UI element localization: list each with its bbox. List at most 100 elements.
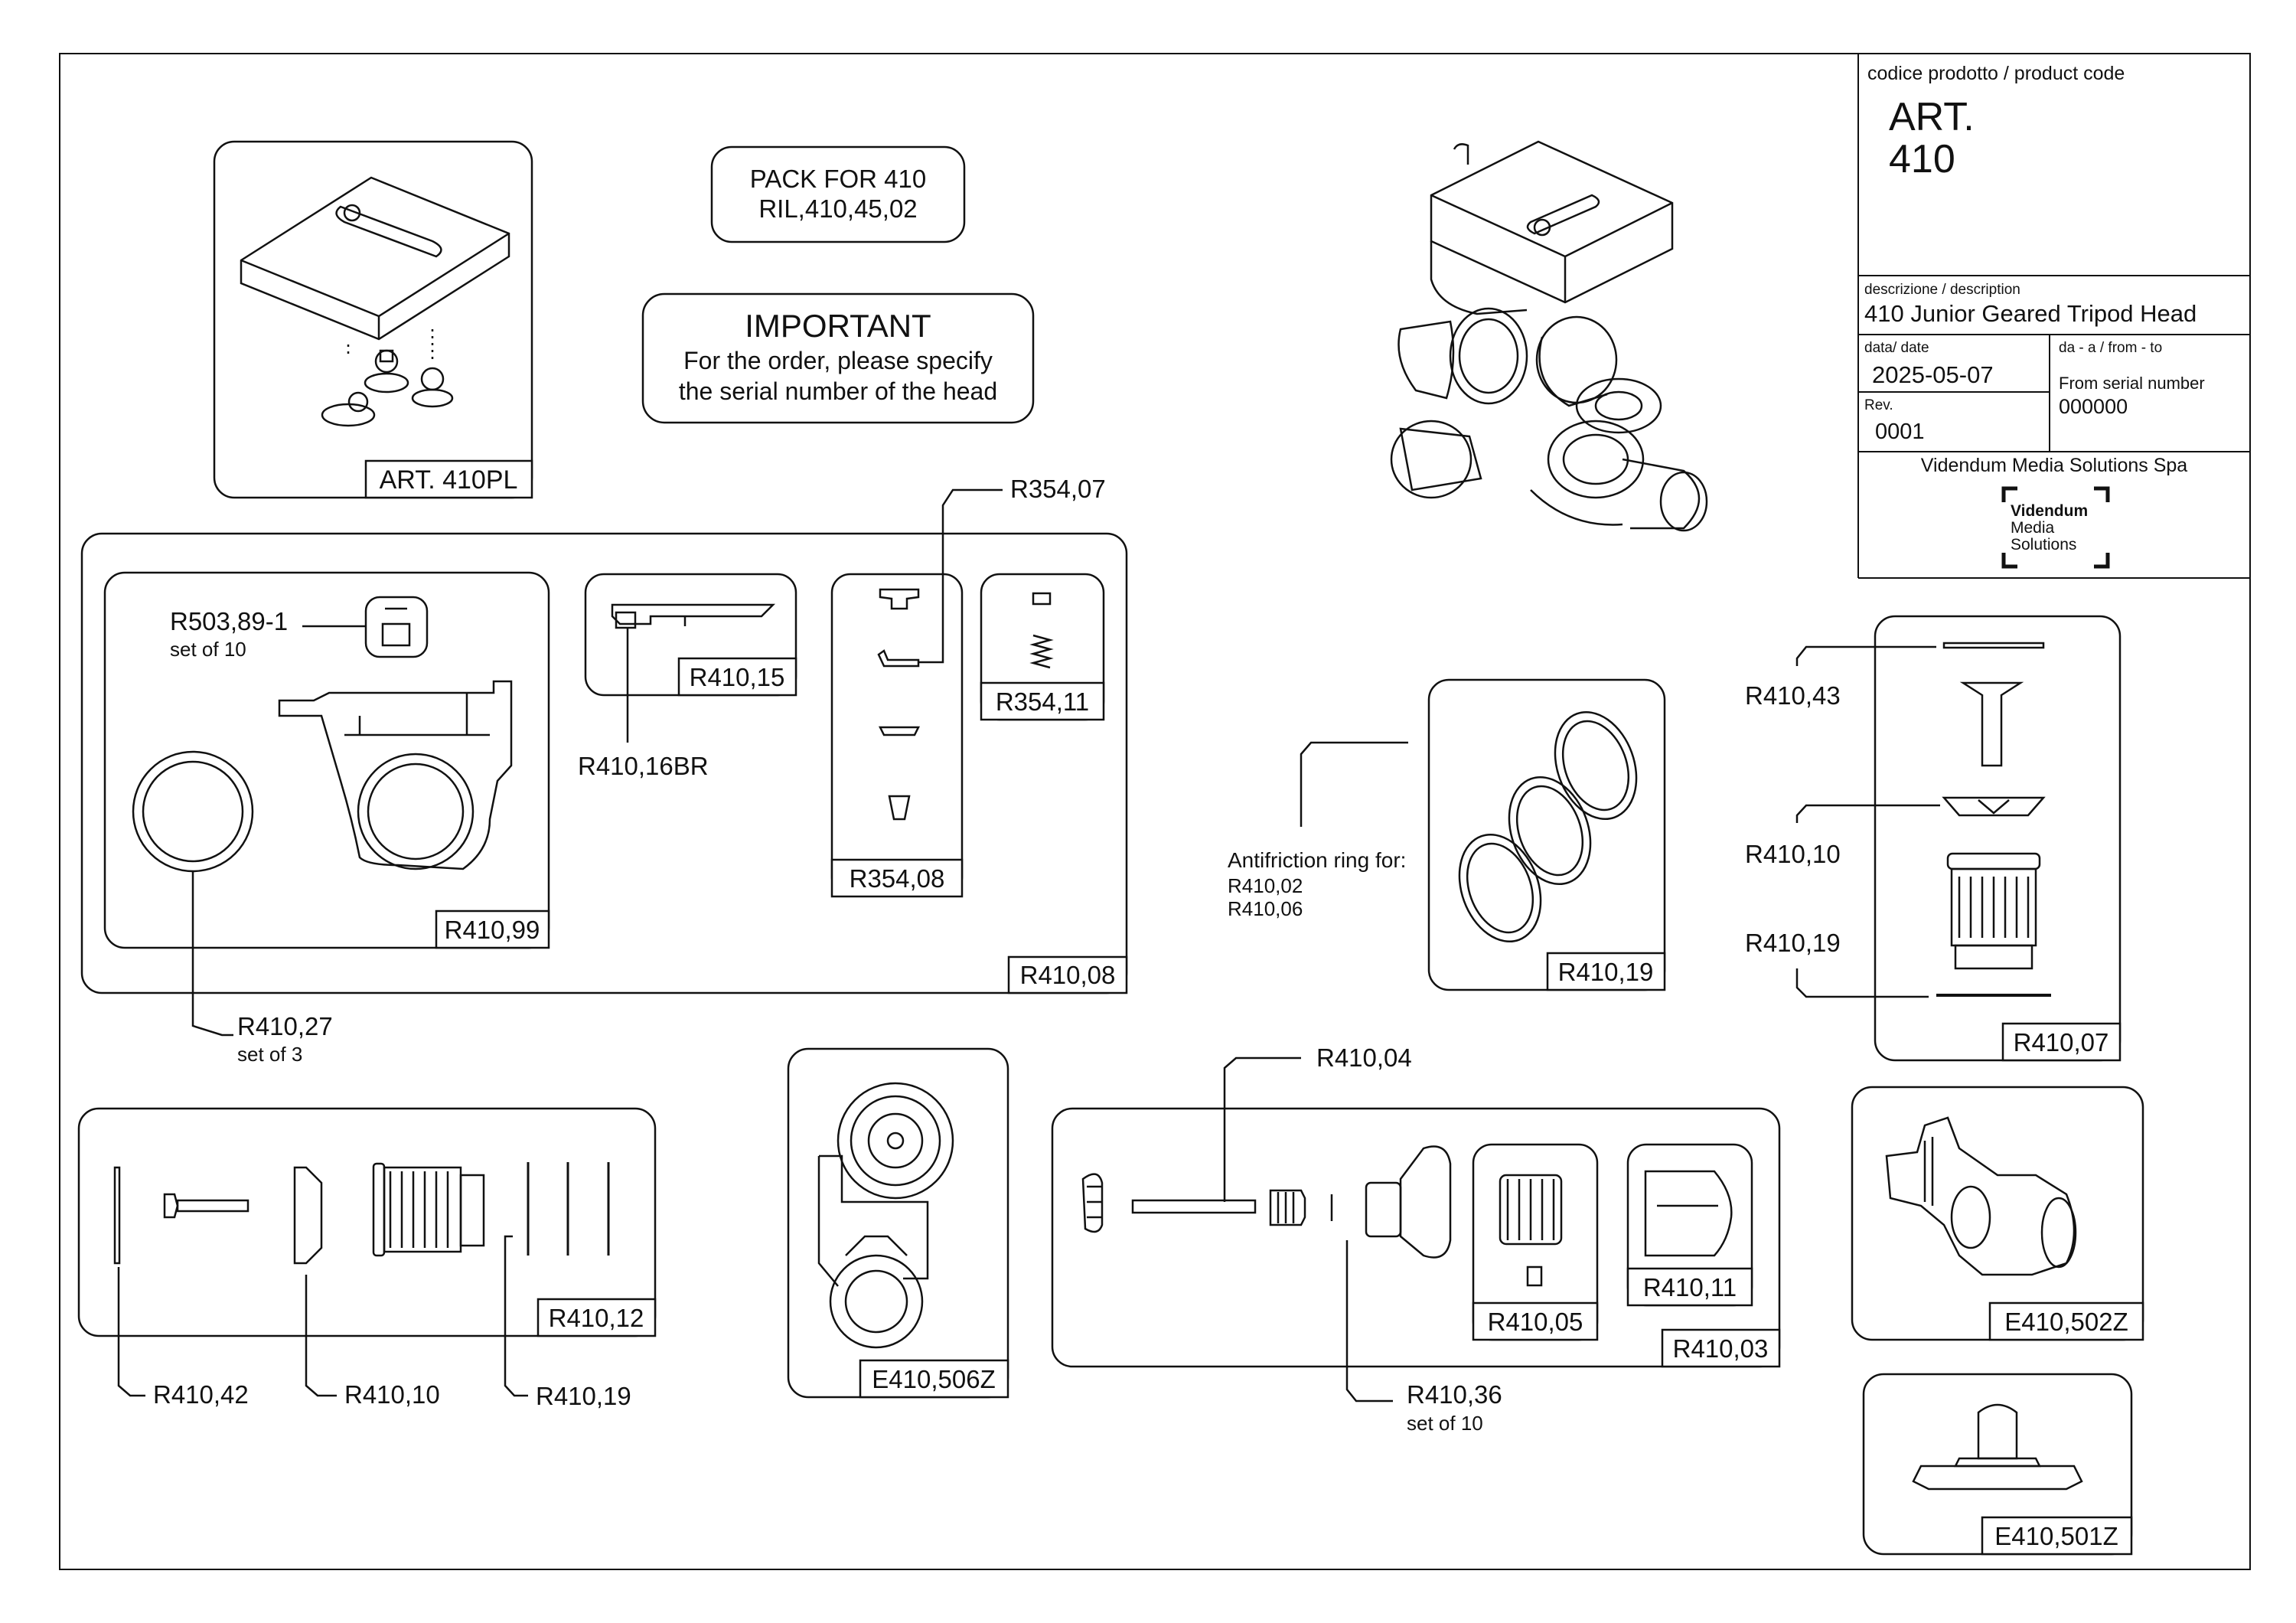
label-r410-99: R410,99 [445, 916, 540, 944]
label-box-r354-11 [980, 681, 1105, 721]
r410-05-part [1499, 1174, 1563, 1287]
company-logo [2001, 486, 2110, 569]
box-art-410pl [213, 140, 533, 499]
r410-15-part [611, 603, 776, 629]
label-box-r410-03 [1661, 1328, 1781, 1368]
leader-r354-07 [918, 488, 1003, 664]
leader-r410-10-right [1795, 804, 1940, 823]
label-r354-08: R354,08 [850, 864, 945, 893]
leader-r410-19-right [1795, 968, 1929, 998]
label-e410-506z: E410,506Z [872, 1365, 995, 1393]
label-r410-03: R410,03 [1673, 1334, 1769, 1363]
box-r410-07 [1874, 615, 2122, 1062]
r410-03-parts [1081, 1145, 1452, 1259]
label-box-e410-502z [1988, 1301, 2144, 1341]
art-number-line2: 410 [1889, 137, 1955, 181]
e410-501z-part [1912, 1403, 2083, 1491]
label-box-r410-99 [435, 909, 550, 949]
r410-27-ring [132, 750, 254, 873]
label-r410-36: R410,36 [1407, 1380, 1502, 1409]
leader-r410-27 [191, 871, 233, 1037]
label-r410-27-set: set of 3 [237, 1043, 302, 1066]
leader-r410-43 [1795, 645, 1936, 666]
e410-502z-part [1885, 1116, 2077, 1276]
quick-release-plate-illustration [240, 176, 510, 427]
label-antifriction-caption: Antifriction ring for: [1228, 848, 1406, 872]
label-box-r410-11 [1626, 1267, 1753, 1307]
logo-text-3: Solutions [2011, 536, 2076, 554]
label-r410-36-set: set of 10 [1407, 1412, 1483, 1435]
label-r410-11: R410,11 [1643, 1273, 1737, 1301]
label-box-r410-08 [1007, 955, 1128, 994]
r410-12-parts [113, 1162, 610, 1265]
label-r410-10-bottom: R410,10 [344, 1380, 440, 1409]
label-r503-set-of-10: set of 10 [170, 638, 246, 661]
box-e410-502z [1851, 1086, 2144, 1341]
label-e410-501z: E410,501Z [1994, 1522, 2118, 1550]
rev-value: 0001 [1875, 420, 1925, 444]
product-code-caption: codice prodotto / product code [1867, 63, 2125, 84]
r410-27-ring-inner [142, 760, 244, 863]
label-r410-42: R410,42 [153, 1380, 249, 1409]
leader-r410-36 [1345, 1240, 1393, 1403]
label-r410-19-bottom: R410,19 [536, 1382, 631, 1410]
box-r410-08 [80, 532, 1128, 994]
company-name: Videndum Media Solutions Spa [1921, 455, 2187, 476]
rev-caption: Rev. [1864, 397, 1893, 413]
important-note-box [641, 292, 1035, 424]
label-r410-10-right: R410,10 [1745, 840, 1841, 868]
label-r410-15: R410,15 [690, 663, 785, 691]
leader-r410-10-bottom [305, 1275, 337, 1397]
tripod-head-illustration [1390, 140, 1708, 532]
important-line1: For the order, please specify [683, 347, 993, 374]
label-box-r410-15 [677, 657, 797, 697]
label-antifriction-ref2: R410,06 [1228, 897, 1303, 920]
r354-11-spring [1029, 592, 1054, 669]
label-r410-04: R410,04 [1316, 1043, 1412, 1072]
box-r410-12 [77, 1107, 657, 1337]
label-box-e410-501z [1981, 1516, 2133, 1556]
e410-506z-part [817, 1082, 954, 1349]
pack-note-box [710, 145, 966, 243]
label-box-r354-08 [830, 858, 964, 898]
label-r410-19-rings: R410,19 [1558, 958, 1654, 986]
from-serial-caption: From serial number [2059, 374, 2205, 393]
label-r410-05: R410,05 [1488, 1308, 1583, 1336]
r410-11-part [1644, 1170, 1733, 1257]
important-line2: the serial number of the head [679, 377, 997, 405]
pack-note-line2: RIL,410,45,02 [758, 194, 917, 223]
box-r410-19-rings [1427, 678, 1666, 991]
r354-08-parts [877, 588, 921, 821]
label-r410-12: R410,12 [549, 1304, 644, 1332]
leader-r410-19-bottom [504, 1235, 528, 1397]
label-box-art-410pl [364, 459, 533, 499]
r410-99-housing [278, 680, 513, 870]
box-r410-03 [1051, 1107, 1781, 1368]
r503-89-1-part [364, 596, 429, 658]
leader-r410-04 [1223, 1056, 1301, 1202]
pack-note-line1: PACK FOR 410 [750, 165, 926, 193]
leader-r410-42 [117, 1267, 145, 1397]
label-r410-07: R410,07 [2014, 1028, 2109, 1056]
label-r410-19-right: R410,19 [1745, 929, 1841, 957]
antifriction-rings [1458, 710, 1638, 943]
box-r410-99 [103, 571, 550, 949]
label-box-r410-05 [1472, 1301, 1599, 1341]
label-box-e410-506z [859, 1359, 1009, 1399]
label-antifriction-ref1: R410,02 [1228, 874, 1303, 897]
serial-value: 000000 [2059, 395, 2128, 418]
logo-text-2: Media [2011, 519, 2055, 537]
label-e410-502z: E410,502Z [2004, 1308, 2128, 1336]
label-box-r410-19-rings [1546, 952, 1666, 991]
date-value: 2025-05-07 [1872, 361, 1994, 388]
label-art-410pl: ART. 410PL [380, 465, 518, 495]
label-r503-89-1: R503,89-1 [170, 607, 288, 635]
label-r354-11: R354,11 [996, 687, 1089, 716]
label-box-r410-07 [2001, 1022, 2122, 1062]
description-caption: descrizione / description [1864, 282, 2020, 298]
logo-text-1: Videndum [2011, 502, 2088, 520]
title-block [1857, 54, 2250, 579]
r410-07-parts [1936, 642, 2051, 997]
r503-89-1-slot [381, 622, 411, 647]
